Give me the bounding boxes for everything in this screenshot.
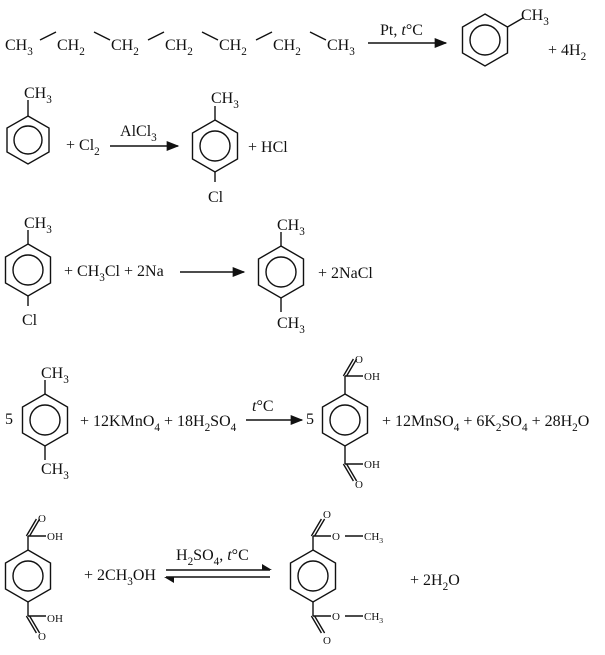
equilibrium-arrow [164,564,272,583]
reaction-5: O OH O OH + 2CH3OH H2SO4, t°C O O [4,509,460,647]
chain-group-6: CH2 [273,37,301,58]
toluene-methyl-label: CH3 [521,7,549,28]
conditions-1: Pt, t°C [380,22,423,39]
toluene-reactant-ring [6,100,50,165]
svg-text:CH3: CH3 [5,37,33,58]
toluene-methyl-label-2: CH3 [24,85,52,106]
hydroxyl-top-4: OH [364,371,380,383]
carbonyl-o-top-ester: O [323,509,331,521]
chlorotoluene-reactant-ring [4,230,52,306]
xylene-methyl-bottom-label: CH3 [277,315,305,336]
carbonyl-o-bottom-4: O [355,479,363,491]
svg-text:CH2: CH2 [57,37,85,58]
reactant-methyl-bottom-label-4: CH3 [41,461,69,482]
carbonyl-o-bottom-5: O [38,631,46,643]
svg-text:CH2: CH2 [273,37,301,58]
chain-group-4: CH2 [165,37,193,58]
ester-methyl-bottom: CH3 [364,611,383,625]
svg-text:CH2: CH2 [219,37,247,58]
hydroxyl-bottom-4: OH [364,459,380,471]
svg-text:CH3: CH3 [327,37,355,58]
coefficient-product-4: 5 [306,411,314,428]
catalyst-alcl3: AlCl3 [120,123,157,144]
dimethyl-terephthalate-product [289,518,363,634]
svg-text:CH2: CH2 [165,37,193,58]
heptane-chain: CH3 CH2 CH2 CH2 CH2 CH2 CH3 [5,31,355,58]
product-chlorine-label-2: Cl [208,189,224,206]
chain-group-5: CH2 [219,37,247,58]
chain-group-3: CH2 [111,37,139,58]
carbonyl-o-bottom-ester: O [323,635,331,647]
terephthalic-acid-product [321,358,369,482]
ester-methyl-top: CH3 [364,531,383,545]
chain-group-2: CH2 [57,37,85,58]
reactant-methyl-top-label-4: CH3 [41,365,69,386]
hydroxyl-top-5: OH [47,531,63,543]
conditions-5: H2SO4, t°C [176,547,249,568]
xylene-methyl-top-label: CH3 [277,217,305,238]
chain-group-1: CH3 [5,37,33,58]
svg-text:CH2: CH2 [111,37,139,58]
toluene-product-ring [461,13,524,67]
byproduct-3: + 2NaCl [318,265,373,282]
carbonyl-o-top-5: O [38,513,46,525]
ester-o-top: O [332,531,340,543]
byproduct-2: + HCl [248,139,288,156]
xylene-product-ring [257,232,305,312]
reaction-2: CH3 + Cl2 AlCl3 CH3 Cl + HCl [6,85,288,206]
reactant-methyl-label-3: CH3 [24,215,52,236]
conditions-4: t°C [252,398,274,415]
chlorotoluene-product-ring [191,106,239,182]
reaction-3: CH3 Cl + CH3Cl + 2Na CH3 CH3 + 2NaCl [4,215,373,336]
chain-group-7: CH3 [327,37,355,58]
product-methyl-label-2: CH3 [211,90,239,111]
reagent-methanol: + 2CH3OH [84,567,156,588]
terephthalic-acid-reactant [4,518,52,634]
reagent-cl2: + Cl2 [66,137,100,158]
ester-o-bottom: O [332,611,340,623]
reaction-1: CH3 CH2 CH2 CH2 CH2 CH2 CH3 Pt, t°C CH3 … [5,7,586,67]
byproducts-4: + 12MnSO4 + 6K2SO4 + 28H2O [382,413,589,434]
hydroxyl-bottom-5: OH [47,613,63,625]
reagents-3: + CH3Cl + 2Na [64,263,164,284]
xylene-reactant-ring [21,380,69,460]
byproduct-1: + 4H2 [548,42,586,63]
reagents-4: + 12KMnO4 + 18H2SO4 [80,413,237,434]
reaction-4: 5 CH3 CH3 + 12KMnO4 + 18H2SO4 t°C 5 O OH… [5,354,589,491]
reactant-chlorine-label-3: Cl [22,312,38,329]
coefficient-reactant-4: 5 [5,411,13,428]
carbonyl-o-top-4: O [355,354,363,366]
byproduct-5: + 2H2O [410,572,460,593]
